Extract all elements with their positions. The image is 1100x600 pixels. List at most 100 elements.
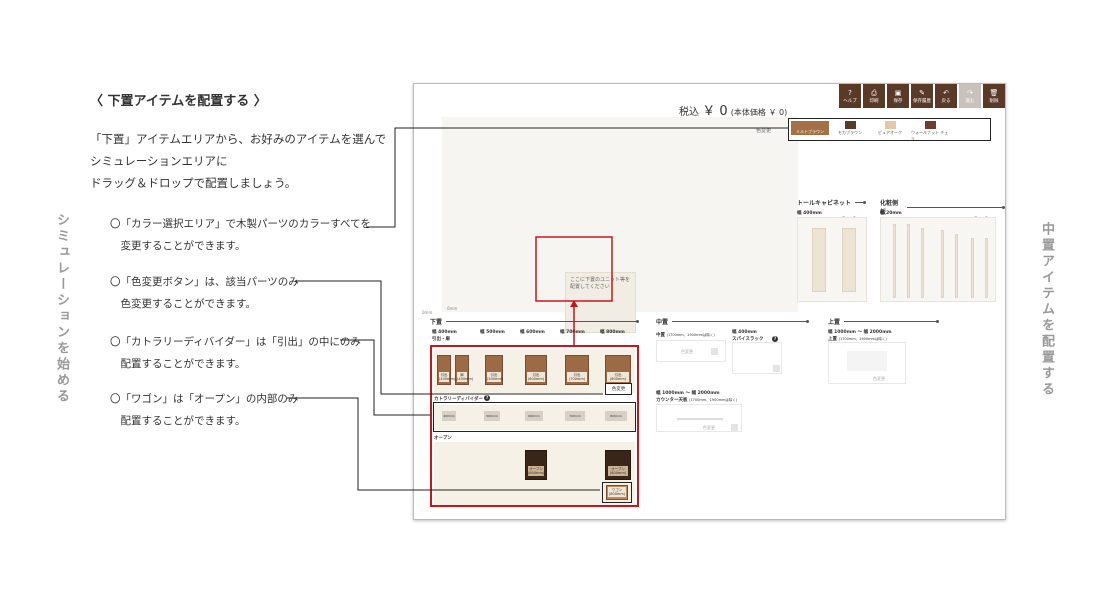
drawer-item[interactable]: 引出 (700mm) xyxy=(565,355,589,385)
help-icon: ? xyxy=(848,88,852,97)
simulation-area[interactable]: ここに下置のユニット等を配置してください xyxy=(442,117,798,333)
middle-title: 中置 xyxy=(656,319,669,326)
undo-button[interactable]: ↶戻る xyxy=(935,84,957,108)
delete-icon: 🗑 xyxy=(989,88,999,97)
guide-intro-line: ドラッグ＆ドロップで配置しましょう。 xyxy=(90,176,297,190)
counter-note: (1700mm、1900mmは除く) xyxy=(689,398,738,402)
vanity-header: 化粧側板 xyxy=(880,198,1005,216)
guide-intro: 「下置」アイテムエリアから、お好みのアイテムを選んで シミュレーションエリアに … xyxy=(90,128,410,194)
color-change-button[interactable]: 色変更 xyxy=(611,387,626,392)
color-swatch-label: ウォールナット チェリ xyxy=(911,130,949,141)
counter-color-change[interactable]: 色変更 xyxy=(703,425,715,430)
cutlery-item[interactable]: 700mm xyxy=(565,411,585,421)
door-item[interactable]: 扉 (400mm) xyxy=(455,355,473,385)
color-swatch[interactable]: ウォールナット チェリ xyxy=(911,121,949,142)
save-button[interactable]: ▣保存 xyxy=(887,84,909,108)
drawer-item[interactable]: 引出 (500mm) xyxy=(485,355,503,385)
print-icon: ⎙ xyxy=(871,88,877,97)
color-square[interactable] xyxy=(773,365,780,372)
cutlery-item[interactable]: 500mm xyxy=(484,411,500,421)
lower-width-700: 幅 700mm xyxy=(560,330,585,335)
note-wagon: 〇「ワゴン」は「オープン」の内部のみ 配置することができます。 xyxy=(110,390,298,431)
print-label: 印刷 xyxy=(869,98,879,104)
drawer-item[interactable]: 引出 (600mm) xyxy=(525,355,547,385)
spice-rack-palette xyxy=(732,342,782,374)
middle-palette: 色変更 xyxy=(656,340,726,362)
open-item[interactable]: オープン (800mm) xyxy=(605,450,631,480)
note-line: 〇「色変更ボタン」は、該当パーツのみ xyxy=(110,276,299,288)
middle-sub-label: 中置 xyxy=(656,333,665,338)
vanity-width: 幅 20mm xyxy=(880,211,902,216)
guide-intro-line: 「下置」アイテムエリアから、お好みのアイテムを選んで xyxy=(90,132,387,146)
color-swatch[interactable]: ミルトブラウン xyxy=(791,121,829,135)
drawer-label: 引出 (600mm) xyxy=(527,372,545,382)
lower-section-header: 下置 xyxy=(430,317,640,326)
color-swatch-label: ミルトブラウン xyxy=(796,129,824,134)
help-icon[interactable]: ? xyxy=(772,336,778,342)
delete-button[interactable]: 🗑削除 xyxy=(983,84,1005,108)
vanity-palette xyxy=(880,217,996,302)
cutlery-item[interactable]: 800mm xyxy=(605,411,627,421)
vanity-item[interactable] xyxy=(907,224,910,298)
note-line: 〇「ワゴン」は「オープン」の内部のみ xyxy=(110,393,299,405)
note-line: 色変更することができます。 xyxy=(110,298,256,310)
spice-label: スパイスラック xyxy=(732,337,764,342)
redo-label: 進む xyxy=(965,98,975,104)
lower-item-area: 引出 (400mm) 扉 (400mm) 引出 (500mm) 引出 (600m… xyxy=(430,345,639,507)
counter-top-item[interactable] xyxy=(677,418,723,420)
vanity-item[interactable] xyxy=(955,234,958,298)
upper-color-change[interactable]: 色変更 xyxy=(873,376,885,381)
open-label: オープン (800mm) xyxy=(608,466,628,476)
drawer-item[interactable]: 引出 (800mm) xyxy=(605,355,631,385)
toolbar: ?ヘルプ⎙印刷▣保存✎保存履歴↶戻る↷進む🗑削除 xyxy=(839,84,1005,108)
note-color-button: 〇「色変更ボタン」は、該当パーツのみ 色変更することができます。 xyxy=(110,273,299,314)
vanity-item[interactable] xyxy=(985,238,988,298)
color-chip xyxy=(924,121,936,129)
tall-cabinet-item[interactable] xyxy=(812,228,826,292)
print-button[interactable]: ⎙印刷 xyxy=(863,84,885,108)
counter-palette: 色変更 xyxy=(656,404,742,432)
vanity-item[interactable] xyxy=(971,238,974,298)
vanity-item[interactable] xyxy=(941,230,944,298)
color-selection-area: ミルトブラウン モカブラウンピュアオーク ウォールナット チェリ xyxy=(788,118,991,141)
upper-note: (1700mm、1900mmは除く) xyxy=(838,337,887,341)
mm-right: 0mm xyxy=(447,306,458,311)
guide-intro-line: シミュレーションエリアに xyxy=(90,154,228,168)
tall-cabinet-header: トールキャビネット xyxy=(797,198,867,207)
vanity-title: 化粧側板 xyxy=(880,200,899,216)
lower-width-400: 幅 400mm xyxy=(432,330,457,335)
drawer-item[interactable]: 引出 (400mm) xyxy=(437,355,455,385)
note-color-area: 〇「カラー選択エリア」で木製パーツのカラーすべてを 変更することができます。 xyxy=(110,215,371,256)
color-square[interactable] xyxy=(731,424,738,431)
help-icon[interactable]: ? xyxy=(484,395,490,401)
upper-label-row: 上置 (1700mm、1900mmは除く) xyxy=(828,336,887,342)
cutlery-item[interactable]: 400mm xyxy=(442,411,456,421)
redo-button[interactable]: ↷進む xyxy=(959,84,981,108)
wagon-item[interactable]: ワゴン (800mm) xyxy=(606,485,628,500)
color-swatch[interactable]: モカブラウン xyxy=(831,121,869,136)
note-line: 変更することができます。 xyxy=(110,240,246,252)
upper-cabinet-item[interactable] xyxy=(847,351,887,371)
side-caption-start: シミュレーションを始める xyxy=(54,213,69,405)
middle-color-change[interactable]: 色変更 xyxy=(681,349,693,354)
open-label: オープン (600mm) xyxy=(528,466,545,476)
cutlery-item[interactable]: 600mm xyxy=(525,411,543,421)
history-button[interactable]: ✎保存履歴 xyxy=(911,84,933,108)
counter-label-row: カウンター天板 (1700mm、1900mmは除く) xyxy=(656,397,737,403)
drawer-label: 引出 (500mm) xyxy=(487,372,504,382)
color-swatch[interactable]: ピュアオーク xyxy=(871,121,909,136)
spice-width: 幅 400mm xyxy=(732,330,757,335)
vanity-item[interactable] xyxy=(921,228,924,298)
upper-palette: 色変更 xyxy=(828,342,906,384)
lower-title: 下置 xyxy=(430,319,443,326)
help-button[interactable]: ?ヘルプ xyxy=(839,84,861,108)
counter-range: 幅 1000mm 〜 幅 2000mm xyxy=(656,391,720,396)
tall-cabinet-item[interactable] xyxy=(842,228,856,292)
color-chip xyxy=(884,121,896,129)
vanity-item[interactable] xyxy=(893,224,896,298)
save-icon: ▣ xyxy=(894,88,902,97)
open-item[interactable]: オープン (600mm) xyxy=(525,450,547,480)
color-swatch-label: ピュアオーク xyxy=(878,130,902,135)
drawer-category: 引出・扉 xyxy=(432,337,450,342)
color-square[interactable] xyxy=(711,348,718,355)
